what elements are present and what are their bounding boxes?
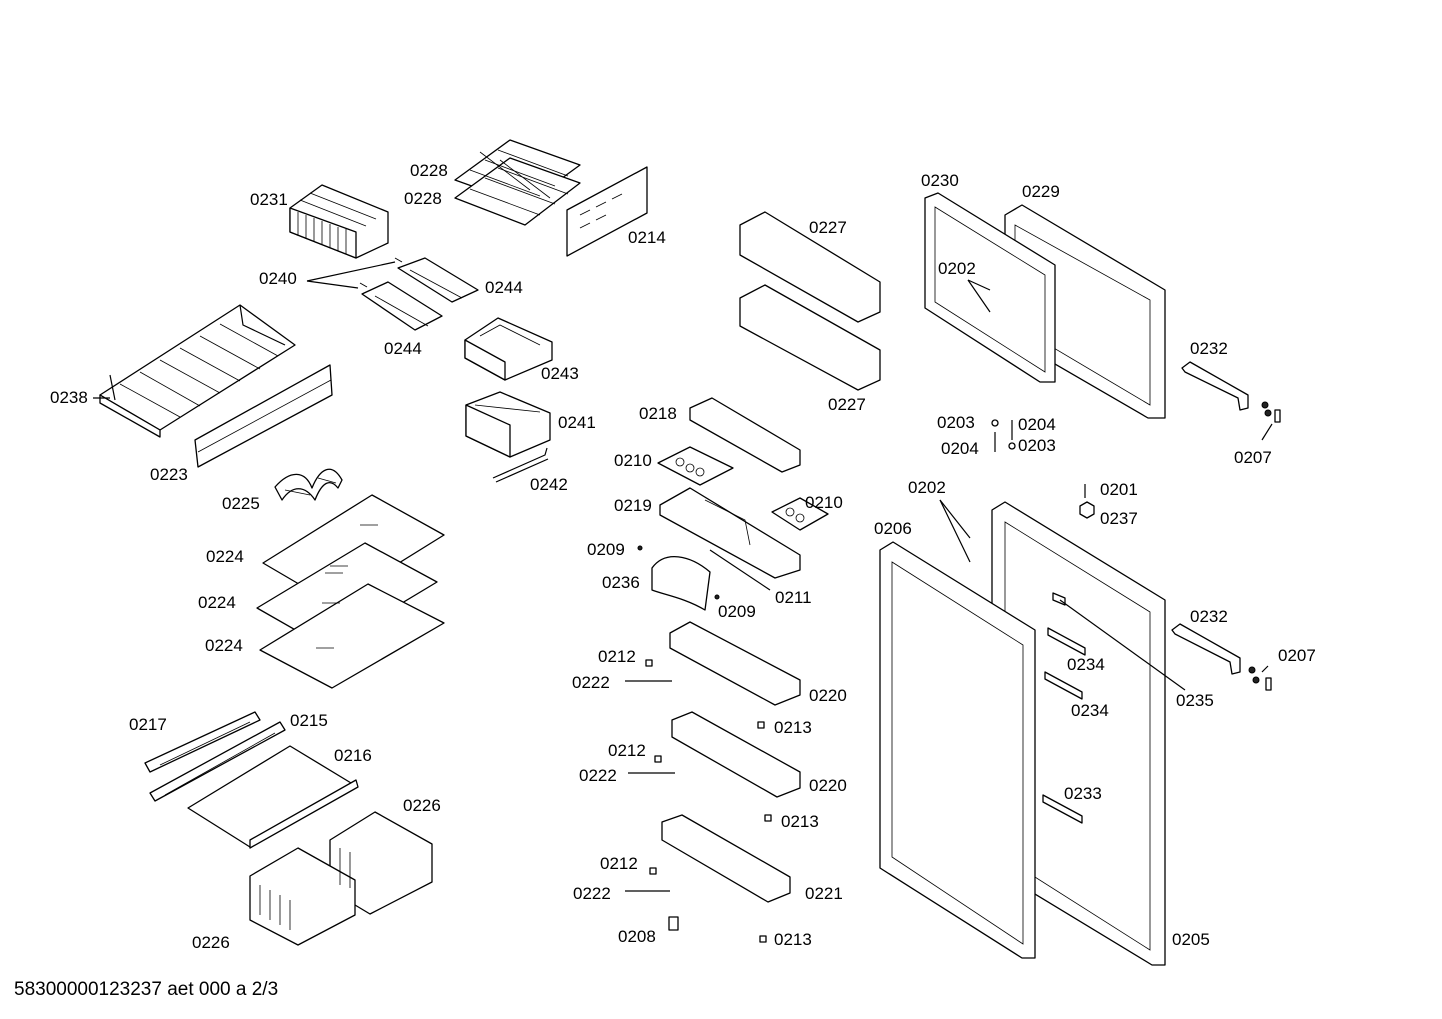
- label-0223: 0223: [150, 465, 188, 484]
- label-0227-b: 0227: [828, 395, 866, 414]
- label-0225: 0225: [222, 494, 260, 513]
- part-0214-drawing: [566, 166, 648, 257]
- label-0222-c: 0222: [573, 884, 611, 903]
- part-0242-drawing: [492, 447, 549, 483]
- part-labels: 0231 0228 0228 0214 0240 0244 0244 0243 …: [50, 161, 1316, 952]
- label-0204-a: 0204: [1018, 415, 1056, 434]
- label-0201: 0201: [1100, 480, 1138, 499]
- part-0226-drawing: [249, 811, 433, 946]
- label-0241: 0241: [558, 413, 596, 432]
- label-0222-a: 0222: [572, 673, 610, 692]
- part-0227-drawing: [739, 211, 881, 391]
- label-0222-b: 0222: [579, 766, 617, 785]
- part-0243-drawing: [464, 317, 553, 381]
- part-0232-drawing: [1171, 361, 1249, 675]
- label-0202-a: 0202: [938, 259, 976, 278]
- label-0226-a: 0226: [403, 796, 441, 815]
- label-0234-a: 0234: [1067, 655, 1105, 674]
- label-0242: 0242: [530, 475, 568, 494]
- label-0234-b: 0234: [1071, 701, 1109, 720]
- label-0212-a: 0212: [598, 647, 636, 666]
- part-0228-drawing: [454, 139, 581, 226]
- part-0229-0230-drawing: [924, 192, 1166, 419]
- part-0217-0215-drawing: [144, 711, 286, 802]
- label-0231: 0231: [250, 190, 288, 209]
- label-0206: 0206: [874, 519, 912, 538]
- label-0213-a: 0213: [774, 718, 812, 737]
- label-0203-b: 0203: [1018, 436, 1056, 455]
- leader-lines: [93, 261, 1273, 691]
- label-0211: 0211: [775, 588, 812, 607]
- label-0203-a: 0203: [937, 413, 975, 432]
- part-0206-drawing: [879, 541, 1036, 959]
- part-0219-drawing: [659, 487, 801, 579]
- part-0207-drawing: [1248, 401, 1281, 691]
- label-0216: 0216: [334, 746, 372, 765]
- label-0243: 0243: [541, 364, 579, 383]
- label-0233: 0233: [1064, 784, 1102, 803]
- label-0235: 0235: [1176, 691, 1214, 710]
- label-0213-b: 0213: [781, 812, 819, 831]
- label-0224-b: 0224: [198, 593, 236, 612]
- label-0204-b: 0204: [941, 439, 979, 458]
- label-0213-c: 0213: [774, 930, 812, 949]
- label-0237: 0237: [1100, 509, 1138, 528]
- label-0212-c: 0212: [600, 854, 638, 873]
- part-0238-drawing: [99, 304, 296, 438]
- label-0230: 0230: [921, 171, 959, 190]
- part-0231-drawing: [289, 184, 389, 259]
- label-0209-a: 0209: [587, 540, 625, 559]
- label-0244-a: 0244: [485, 278, 523, 297]
- label-0207-a: 0207: [1234, 448, 1272, 467]
- label-0227-a: 0227: [809, 218, 847, 237]
- label-0236: 0236: [602, 573, 640, 592]
- part-0220-0221-drawing: [625, 621, 801, 943]
- part-0244-drawing: [359, 257, 479, 331]
- label-0214: 0214: [628, 228, 666, 247]
- part-0210-drawing: [657, 446, 829, 531]
- label-0217: 0217: [129, 715, 167, 734]
- part-0236-drawing: [637, 545, 720, 611]
- label-0228-a: 0228: [410, 161, 448, 180]
- label-0205: 0205: [1172, 930, 1210, 949]
- label-0244-b: 0244: [384, 339, 422, 358]
- label-0208: 0208: [618, 927, 656, 946]
- label-0207-b: 0207: [1278, 646, 1316, 665]
- label-0218: 0218: [639, 404, 677, 423]
- label-0219: 0219: [614, 496, 652, 515]
- label-0212-b: 0212: [608, 741, 646, 760]
- part-0225-drawing: [274, 468, 343, 501]
- part-0218-drawing: [689, 397, 801, 473]
- part-0216-drawing: [187, 745, 359, 849]
- label-0232-a: 0232: [1190, 339, 1228, 358]
- part-0241-drawing: [465, 391, 551, 458]
- document-id: 58300000123237 aet 000 a 2/3: [14, 979, 279, 1000]
- label-0228-b: 0228: [404, 189, 442, 208]
- label-0202-b: 0202: [908, 478, 946, 497]
- part-0203-0204-drawing: [991, 419, 1016, 452]
- part-0223-drawing: [194, 364, 333, 468]
- label-0215: 0215: [290, 711, 328, 730]
- label-0226-b: 0226: [192, 933, 230, 952]
- label-0224-c: 0224: [205, 636, 243, 655]
- label-0210-b: 0210: [805, 493, 843, 512]
- label-0209-b: 0209: [718, 602, 756, 621]
- label-0232-b: 0232: [1190, 607, 1228, 626]
- label-0229: 0229: [1022, 182, 1060, 201]
- label-0220-a: 0220: [809, 686, 847, 705]
- label-0221: 0221: [805, 884, 843, 903]
- label-0220-b: 0220: [809, 776, 847, 795]
- label-0210-a: 0210: [614, 451, 652, 470]
- label-0238: 0238: [50, 388, 88, 407]
- label-0240: 0240: [259, 269, 297, 288]
- part-0201-0237-drawing: [1079, 484, 1095, 519]
- part-0224-drawing: [256, 494, 445, 689]
- label-0224-a: 0224: [206, 547, 244, 566]
